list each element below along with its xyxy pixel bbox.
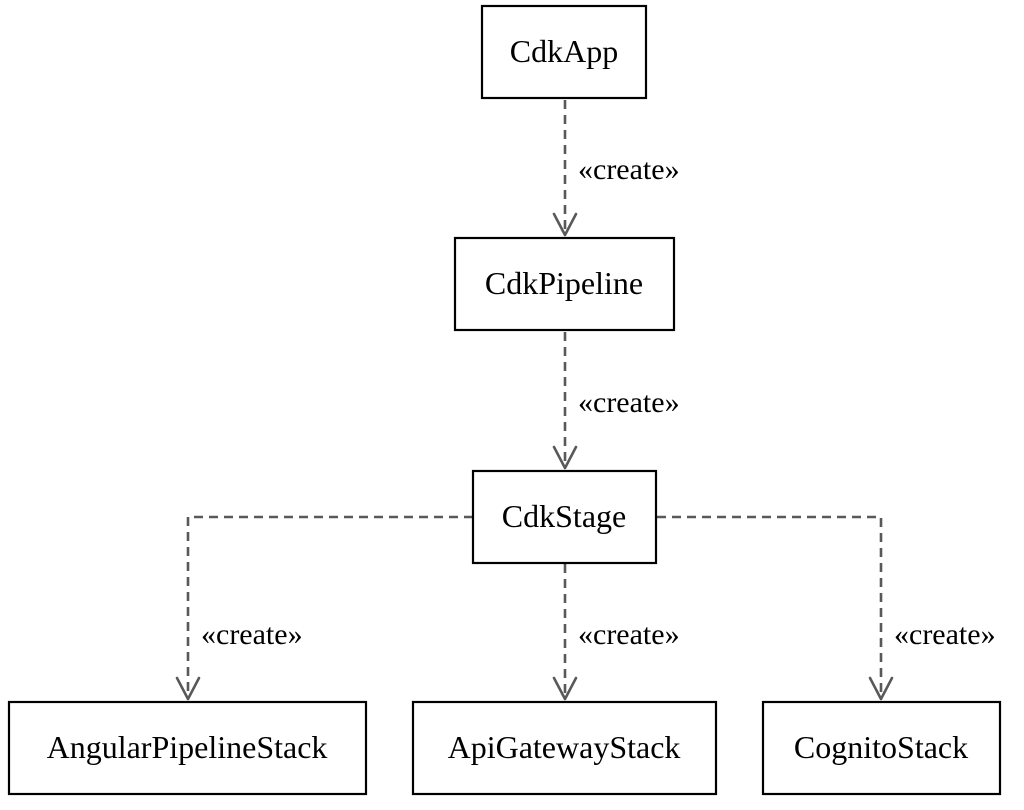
node-label: AngularPipelineStack — [47, 729, 328, 765]
edge-pipeline-to-stage: «create» — [552, 332, 680, 470]
node-label: CognitoStack — [794, 729, 968, 765]
edge-app-to-pipeline: «create» — [552, 100, 680, 237]
edge-stage-to-apigateway: «create» — [552, 564, 680, 701]
node-cognito-stack[interactable]: CognitoStack — [761, 700, 1002, 796]
edge-stage-to-angular: «create» — [175, 515, 473, 701]
edge-label-create: «create» — [578, 153, 680, 186]
node-box — [453, 236, 676, 332]
node-cdk-pipeline[interactable]: CdkPipeline — [453, 236, 676, 332]
edge-label-create: «create» — [201, 618, 303, 651]
edge-label-create: «create» — [578, 386, 680, 419]
node-label: CdkStage — [502, 498, 626, 534]
edge-line — [657, 515, 883, 697]
node-box — [411, 700, 718, 796]
node-cdk-stage[interactable]: CdkStage — [471, 469, 658, 565]
arrow-head — [868, 676, 894, 701]
node-label: ApiGatewayStack — [448, 729, 681, 765]
arrow-head — [552, 212, 578, 237]
edge-label-create: «create» — [894, 618, 996, 651]
node-label: CdkPipeline — [485, 265, 643, 301]
edge-label-create: «create» — [578, 618, 680, 651]
node-box — [761, 700, 1002, 796]
arrow-head — [552, 445, 578, 470]
node-box — [471, 469, 658, 565]
arrow-head — [175, 676, 201, 701]
arrow-head — [552, 676, 578, 701]
edge-stage-to-cognito: «create» — [657, 515, 996, 701]
node-box — [480, 4, 648, 100]
node-cdk-app[interactable]: CdkApp — [480, 4, 648, 100]
node-box — [7, 700, 368, 796]
node-angular-pipeline-stack[interactable]: AngularPipelineStack — [7, 700, 368, 796]
node-api-gateway-stack[interactable]: ApiGatewayStack — [411, 700, 718, 796]
edge-line — [186, 515, 473, 697]
node-label: CdkApp — [510, 33, 618, 69]
